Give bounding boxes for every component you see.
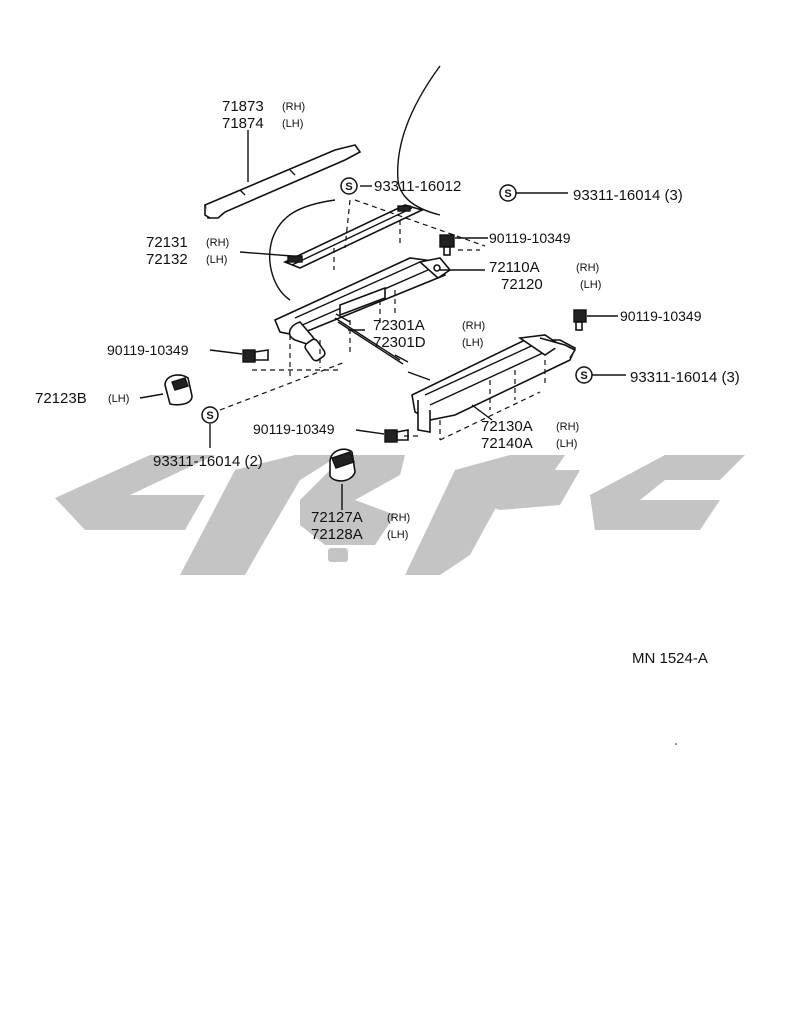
label-93311-16012: 93311-16012 bbox=[374, 178, 461, 195]
label-72301a: 72301A (RH) bbox=[373, 317, 485, 334]
svg-text:(RH): (RH) bbox=[282, 101, 305, 113]
label-71874: 71874 (LH) bbox=[222, 115, 303, 132]
svg-text:(LH): (LH) bbox=[556, 438, 577, 450]
cap-72123b bbox=[164, 374, 193, 406]
bolt-right bbox=[573, 309, 587, 331]
label-72131: 72131 (RH) bbox=[146, 234, 229, 251]
seat-outline bbox=[269, 65, 441, 301]
label-90119-c: 90119-10349 bbox=[107, 342, 189, 358]
svg-text:(RH): (RH) bbox=[387, 512, 410, 524]
speck bbox=[675, 743, 677, 745]
label-72132: 72132 (LH) bbox=[146, 251, 227, 268]
svg-text:S: S bbox=[580, 370, 587, 382]
svg-text:(RH): (RH) bbox=[556, 421, 579, 433]
svg-text:(LH): (LH) bbox=[282, 118, 303, 130]
svg-text:72110A: 72110A bbox=[489, 259, 540, 276]
svg-text:(RH): (RH) bbox=[576, 262, 599, 274]
s-mark-top: S bbox=[340, 177, 358, 195]
right-seat-track bbox=[407, 334, 577, 433]
svg-text:(LH): (LH) bbox=[206, 254, 227, 266]
watermark-logo bbox=[55, 455, 745, 575]
svg-text:S: S bbox=[504, 188, 511, 200]
svg-text:72301A: 72301A bbox=[373, 317, 425, 334]
label-93311-16014-top: 93311-16014 (3) bbox=[573, 187, 683, 204]
label-72120: 72120 (LH) bbox=[501, 276, 601, 293]
left-seat-track bbox=[273, 257, 452, 336]
svg-text:S: S bbox=[206, 410, 213, 422]
svg-text:72301D: 72301D bbox=[373, 334, 426, 351]
svg-text:72130A: 72130A bbox=[481, 418, 533, 435]
label-72128a: 72128A (LH) bbox=[311, 526, 408, 543]
bolt-lower bbox=[384, 429, 409, 443]
s-mark-top-right: S bbox=[499, 184, 517, 202]
bolt-left bbox=[242, 349, 269, 363]
rail-plate bbox=[283, 204, 425, 269]
svg-text:72140A: 72140A bbox=[481, 435, 533, 452]
svg-text:S: S bbox=[345, 181, 352, 193]
label-72301d: 72301D (LH) bbox=[373, 334, 483, 351]
label-72140a: 72140A (LH) bbox=[481, 435, 577, 452]
label-93311-16014-mid: 93311-16014 (3) bbox=[630, 369, 740, 386]
s-mark-low-left: S bbox=[201, 406, 219, 424]
svg-text:(LH): (LH) bbox=[108, 393, 129, 405]
s-mark-mid-right: S bbox=[575, 366, 593, 384]
svg-text:71873: 71873 bbox=[222, 98, 264, 115]
label-72123b: 72123B (LH) bbox=[35, 390, 129, 407]
leader-lines bbox=[139, 130, 626, 510]
svg-text:(LH): (LH) bbox=[387, 529, 408, 541]
label-93311-16014-low: 93311-16014 (2) bbox=[153, 453, 263, 470]
svg-text:(LH): (LH) bbox=[580, 279, 601, 291]
cap-72127a bbox=[329, 448, 356, 482]
label-72130a: 72130A (RH) bbox=[481, 418, 579, 435]
label-71873: 71873 (RH) bbox=[222, 98, 305, 115]
svg-text:(RH): (RH) bbox=[462, 320, 485, 332]
label-90119-d: 90119-10349 bbox=[253, 421, 335, 437]
assembly-lines bbox=[219, 199, 546, 441]
label-90119-b: 90119-10349 bbox=[620, 308, 702, 324]
adjuster-rod bbox=[334, 313, 409, 365]
svg-text:72120: 72120 bbox=[501, 276, 543, 293]
bolt-upper bbox=[439, 234, 455, 256]
svg-text:72132: 72132 bbox=[146, 251, 188, 268]
svg-text:72128A: 72128A bbox=[311, 526, 363, 543]
svg-text:(RH): (RH) bbox=[206, 237, 229, 249]
label-72110a: 72110A (RH) bbox=[489, 259, 599, 276]
seat-track-cover bbox=[204, 144, 362, 219]
svg-text:(LH): (LH) bbox=[462, 337, 483, 349]
svg-text:72131: 72131 bbox=[146, 234, 188, 251]
label-72127a: 72127A (RH) bbox=[311, 509, 410, 526]
release-lever bbox=[288, 321, 326, 362]
svg-text:72123B: 72123B bbox=[35, 390, 87, 407]
svg-text:72127A: 72127A bbox=[311, 509, 363, 526]
diagram-code: MN 1524-A bbox=[632, 650, 708, 667]
svg-text:71874: 71874 bbox=[222, 115, 264, 132]
label-90119-a: 90119-10349 bbox=[489, 230, 571, 246]
